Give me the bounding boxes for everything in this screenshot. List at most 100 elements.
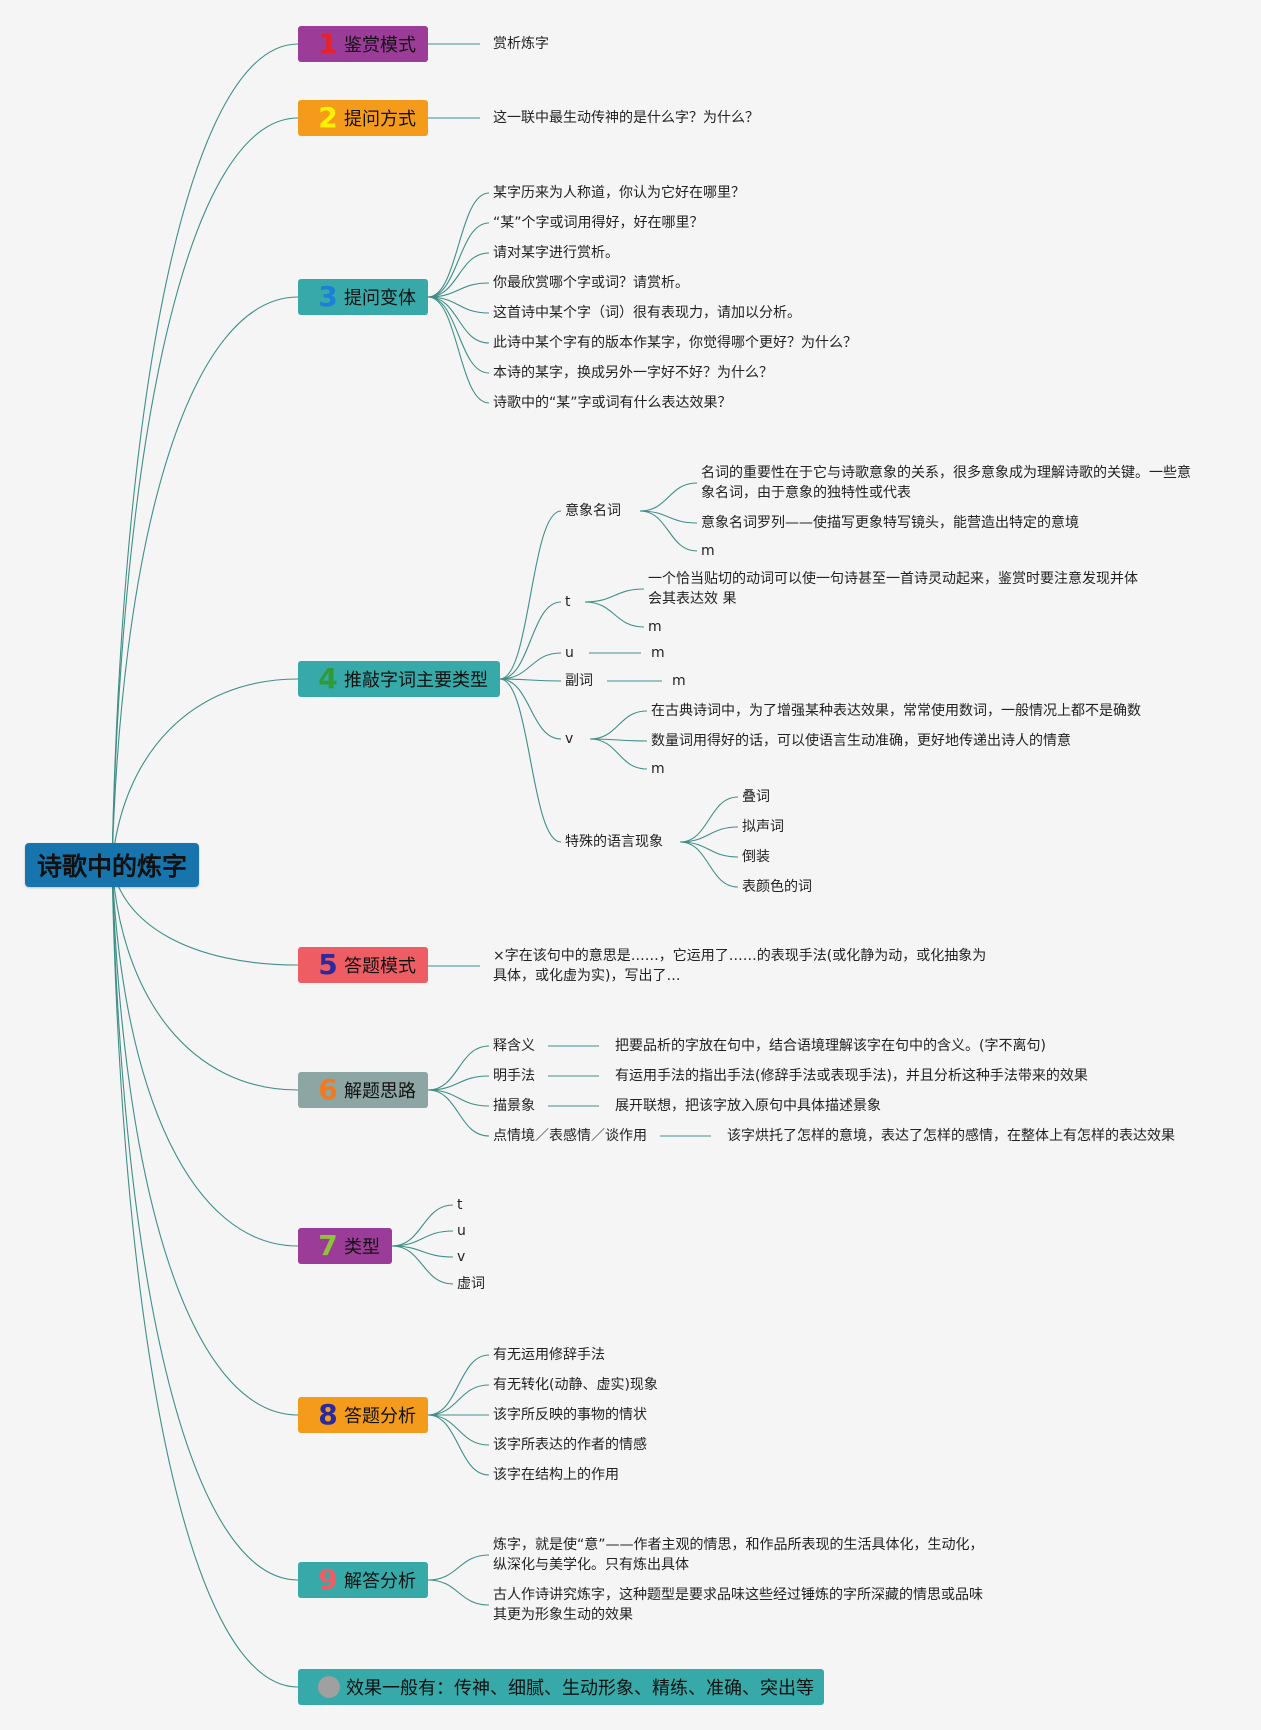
connector-line (427, 1354, 490, 1416)
word-type-detail: m (701, 543, 715, 559)
word-type: u (565, 645, 574, 661)
connector-line (391, 1245, 454, 1285)
mode-item: 赏析炼字 (493, 36, 549, 52)
connector-line (499, 601, 562, 680)
word-type: 副词 (565, 673, 593, 689)
topic-9: 9 解答分析 (298, 1562, 428, 1598)
topic-label: 效果一般有：传神、细腻、生动形象、精练、准确、突出等 (346, 1678, 814, 1699)
word-type: 意象名词 (565, 503, 621, 519)
variant-item: 诗歌中的“某”字或词有什么表达效果？ (493, 395, 732, 411)
connector-line (111, 864, 299, 1247)
variant-item: 本诗的某字，换成另外一字好不好？为什么？ (493, 365, 773, 381)
connector-line (391, 1230, 454, 1247)
connector-line (427, 1384, 490, 1416)
category-item: v (457, 1249, 466, 1265)
category-item: 虚词 (457, 1276, 485, 1292)
connector-line (111, 43, 299, 866)
topic-number: 5 (318, 948, 338, 981)
connector-line (427, 192, 490, 298)
topic-10: 效果一般有：传神、细腻、生动形象、精练、准确、突出等 (298, 1669, 824, 1705)
analysis-item: 该字所反映的事物的情状 (493, 1407, 647, 1423)
connector-line (111, 864, 299, 1581)
connector-line (427, 1075, 490, 1091)
connector-line (584, 588, 645, 603)
answer-template: ×字在该句中的意思是……，它运用了……的表现手法(或化静为动，或化抽象为具体，或… (493, 948, 987, 984)
word-type-detail: 数量词用得好的话，可以使语言生动准确，更好地传递出诗人的情意 (651, 733, 1071, 749)
word-type-detail: m (648, 619, 662, 635)
topic-number: 2 (318, 101, 338, 134)
topic-number: 8 (318, 1398, 338, 1431)
connector-line (427, 1414, 490, 1476)
connector-line (427, 1089, 490, 1107)
word-type-detail: 叠词 (742, 789, 770, 805)
question-item: 这一联中最生动传神的是什么字？为什么？ (493, 110, 759, 126)
analysis-item: 有无运用修辞手法 (493, 1347, 605, 1363)
connector-line (391, 1204, 454, 1247)
topic-number: 3 (318, 280, 338, 313)
word-type-detail: m (651, 761, 665, 777)
connector-line (111, 678, 299, 866)
word-type-detail: 在古典诗词中，为了增强某种表达效果，常常使用数词，一般情况上都不是确数 (651, 703, 1141, 719)
analysis-item: 该字在结构上的作用 (493, 1467, 619, 1483)
connector-line (499, 678, 562, 740)
connector-line (111, 296, 299, 866)
approach-detail: 展开联想，把该字放入原句中具体描述景象 (615, 1098, 881, 1114)
connector-line (499, 652, 562, 680)
connector-line (499, 678, 562, 843)
topic-label: 答题分析 (344, 1406, 416, 1427)
topic-4: 4 推敲字词主要类型 (298, 661, 500, 697)
word-type: v (565, 731, 574, 747)
topic-label: 推敲字词主要类型 (344, 670, 488, 691)
connector-line (679, 826, 739, 843)
connector-line (589, 738, 648, 770)
word-type: t (565, 594, 571, 610)
topic-label: 类型 (344, 1237, 380, 1258)
connector-line (111, 117, 299, 866)
variant-item: 这首诗中某个字（词）很有表现力，请加以分析。 (493, 305, 801, 321)
topic-label: 鉴赏模式 (344, 35, 416, 56)
connector-line (427, 296, 490, 404)
category-item: u (457, 1223, 466, 1239)
approach-detail: 把要品析的字放在句中，结合语境理解该字在句中的含义。(字不离句) (615, 1038, 1046, 1054)
connector-line (499, 678, 562, 682)
approach-step: 释含义 (493, 1038, 535, 1054)
connector-line (427, 296, 490, 344)
approach-step: 明手法 (493, 1068, 535, 1084)
connector-line (639, 510, 698, 524)
topic-number: 6 (318, 1073, 338, 1106)
connector-line (639, 482, 698, 512)
topic-label: 解题思路 (344, 1081, 416, 1102)
explanation-item: 古人作诗讲究炼字，这种题型是要求品味这些经过锤炼的字所深藏的情思或品味其更为形象… (493, 1587, 983, 1623)
topic-number: 7 (318, 1229, 338, 1262)
connector-line (427, 222, 490, 298)
connector-line (427, 1554, 490, 1581)
root-topic: 诗歌中的炼字 (25, 843, 199, 887)
analysis-item: 该字所表达的作者的情感 (493, 1437, 647, 1453)
topic-7: 7 类型 (298, 1228, 392, 1264)
word-type-detail: m (651, 645, 665, 661)
topic-number: 9 (318, 1563, 338, 1596)
connector-line (427, 296, 490, 314)
connector-line (427, 296, 490, 374)
analysis-item: 有无转化(动静、虚实)现象 (493, 1377, 658, 1393)
word-type-detail: 拟声词 (742, 819, 784, 835)
approach-detail: 有运用手法的指出手法(修辞手法或表现手法)，并且分析这种手法带来的效果 (615, 1068, 1088, 1084)
variant-item: 你最欣赏哪个字或词？请赏析。 (493, 275, 689, 291)
word-type-detail: m (672, 673, 686, 689)
category-item: t (457, 1197, 463, 1213)
approach-detail: 该字烘托了怎样的意境，表达了怎样的感情，在整体上有怎样的表达效果 (727, 1128, 1175, 1144)
approach-step: 描景象 (493, 1098, 535, 1114)
connector-line (427, 1414, 490, 1446)
topic-number: 4 (318, 662, 338, 695)
connector-line (639, 510, 698, 552)
explanation-item: 炼字，就是使“意”——作者主观的情思，和作品所表现的生活具体化，生动化，纵深化与… (493, 1537, 984, 1573)
connector-line (427, 1579, 490, 1606)
connector-line (679, 796, 739, 843)
variant-item: 某字历来为人称道，你认为它好在哪里？ (493, 185, 745, 201)
topic-label: 解答分析 (344, 1571, 416, 1592)
